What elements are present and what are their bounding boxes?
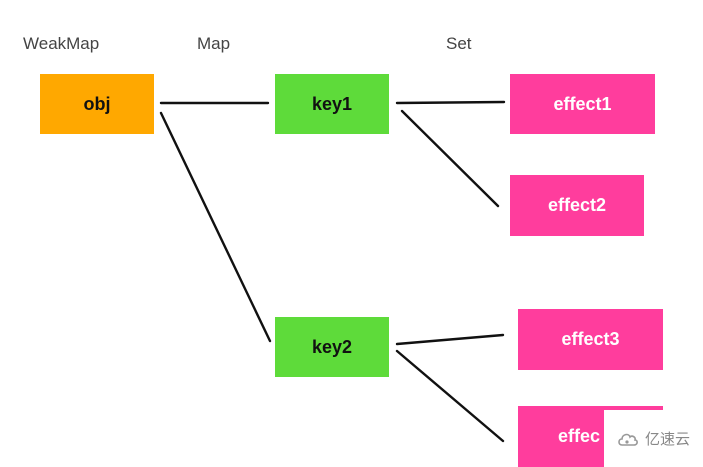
link-key1-effect1 (395, 100, 506, 105)
link-key1-effect2 (400, 109, 500, 208)
key1-node: key1 (275, 74, 389, 134)
watermark-text: 亿速云 (644, 430, 690, 448)
link-key2-effect4 (395, 349, 505, 443)
map-column-label: Map (197, 34, 231, 53)
link-obj-key2 (159, 111, 272, 343)
effect1-node: effect1 (510, 74, 655, 134)
obj-node: obj (40, 74, 154, 134)
watermark: 亿速云 (604, 410, 703, 467)
key2-node: key2 (275, 317, 389, 377)
set-column-label: Set (446, 34, 472, 53)
effect2-node: effect2 (510, 175, 644, 236)
watermark-cloud-icon (618, 433, 638, 446)
effect3-node: effect3 (518, 309, 663, 370)
weakmap-column-label: WeakMap (23, 34, 100, 53)
link-key2-effect3 (395, 333, 505, 346)
